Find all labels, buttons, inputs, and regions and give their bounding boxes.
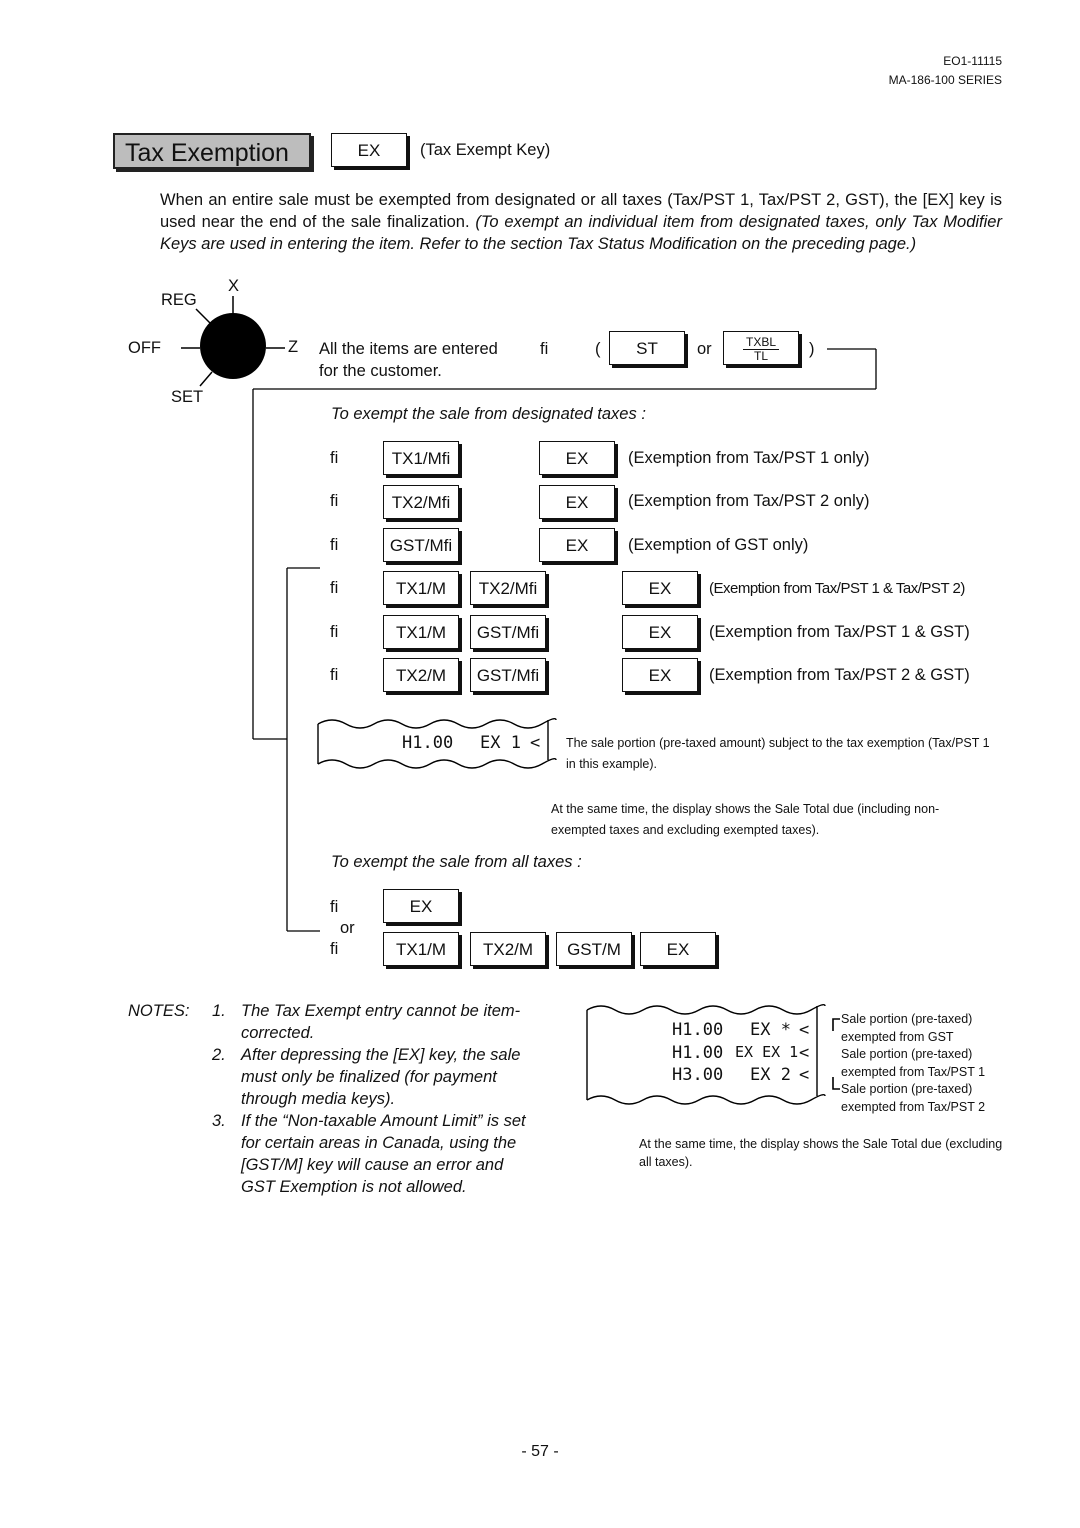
row5-arrow: fi bbox=[330, 623, 339, 641]
row6-desc: (Exemption from Tax/PST 2 & GST) bbox=[709, 666, 970, 684]
note-1-line1: The Tax Exempt entry cannot be item- bbox=[241, 1002, 521, 1020]
tx2-key: TX2/Mfi bbox=[470, 571, 546, 605]
step1-or: or bbox=[697, 340, 712, 358]
receipt2-label: exempted from Tax/PST 2 bbox=[841, 1099, 986, 1114]
mode-set: SET bbox=[171, 388, 204, 406]
ex-key: EX bbox=[640, 932, 716, 966]
tx2-key: TX2/Mfi bbox=[383, 485, 459, 519]
row1-desc: (Exemption from Tax/PST 1 only) bbox=[628, 449, 870, 467]
all-or: or bbox=[340, 919, 355, 937]
tl-label: TL bbox=[753, 349, 768, 363]
step1-paren-open: ( bbox=[595, 340, 601, 358]
mode-z: Z bbox=[288, 338, 299, 356]
receipt2-line3-amount: H3.00 bbox=[672, 1065, 724, 1085]
row2-arrow: fi bbox=[330, 492, 339, 510]
st-key: ST bbox=[609, 331, 685, 365]
receipt1-code: EX 1 bbox=[480, 733, 521, 753]
mode-reg: REG bbox=[161, 291, 197, 309]
ex-key: EX bbox=[622, 658, 698, 692]
receipt2-line1-mark: < bbox=[799, 1020, 810, 1040]
txbl-label: TXBL bbox=[745, 335, 776, 349]
ex-key: EX bbox=[622, 615, 698, 649]
mode-off: OFF bbox=[128, 339, 161, 357]
display2-note: At the same time, the display shows the … bbox=[639, 1137, 1003, 1169]
receipt1-amount: H1.00 bbox=[402, 733, 454, 753]
receipt1-note: The sale portion (pre-taxed amount) subj… bbox=[566, 736, 990, 771]
gst-key: GST/Mfi bbox=[383, 528, 459, 562]
row4-arrow: fi bbox=[330, 579, 339, 597]
tx1-key: TX1/M bbox=[383, 615, 459, 649]
receipt2-label: Sale portion (pre-taxed) bbox=[841, 1047, 973, 1061]
note-3-line4: GST Exemption is not allowed. bbox=[241, 1178, 467, 1196]
receipt2-line1-amount: H1.00 bbox=[672, 1020, 724, 1040]
intro-italic: (To exempt an individual item from desig… bbox=[160, 213, 1002, 253]
tx1-key: TX1/Mfi bbox=[383, 441, 459, 475]
receipt2-line1-code: EX * bbox=[750, 1020, 791, 1040]
receipt2-line2-amount: H1.00 bbox=[672, 1043, 724, 1063]
all-taxes-heading: To exempt the sale from all taxes : bbox=[331, 853, 582, 871]
tx2-key: TX2/M bbox=[383, 658, 459, 692]
note-3-line2: for certain areas in Canada, using the bbox=[241, 1134, 517, 1152]
note-2-num: 2. bbox=[212, 1046, 226, 1064]
receipt2-label: Sale portion (pre-taxed) bbox=[841, 1012, 973, 1026]
tx1-key: TX1/M bbox=[383, 571, 459, 605]
receipt2-label: Sale portion (pre-taxed) bbox=[841, 1082, 973, 1096]
ex-key: EX bbox=[622, 571, 698, 605]
tx2-key: TX2/M bbox=[470, 932, 546, 966]
receipt2-line2-mark: < bbox=[799, 1043, 810, 1063]
note-2-line2: must only be finalized (for payment bbox=[241, 1068, 497, 1086]
receipt2-line3-code: EX 2 bbox=[750, 1065, 791, 1085]
gst-key: GST/Mfi bbox=[470, 615, 546, 649]
row5-desc: (Exemption from Tax/PST 1 & GST) bbox=[709, 623, 970, 641]
note-1-num: 1. bbox=[212, 1002, 226, 1020]
ex-key: EX bbox=[539, 485, 615, 519]
ex-key-title: EX bbox=[331, 133, 407, 167]
receipt2-line3-mark: < bbox=[799, 1065, 810, 1085]
gst-key: GST/M bbox=[556, 932, 632, 966]
step1-text2: for the customer. bbox=[319, 362, 442, 380]
receipt2-label: exempted from GST bbox=[841, 1029, 954, 1044]
series-name: MA-186-100 SERIES bbox=[888, 73, 1002, 87]
txbl-tl-key: TXBL TL bbox=[723, 331, 799, 365]
note-2-line1: After depressing the [EX] key, the sale bbox=[241, 1046, 521, 1064]
intro-plain: When an entire sale must be exempted fro… bbox=[160, 191, 1002, 231]
row4-desc: (Exemption from Tax/PST 1 & Tax/PST 2) bbox=[709, 580, 965, 597]
ex-key: EX bbox=[383, 889, 459, 923]
note-1-line2: corrected. bbox=[241, 1024, 315, 1042]
note-3-num: 3. bbox=[212, 1112, 226, 1130]
note-3-line3: [GST/M] key will cause an error and bbox=[241, 1156, 504, 1174]
note-2-line3: through media keys). bbox=[241, 1090, 396, 1108]
all-arrow2: fi bbox=[330, 940, 339, 958]
mode-dial-knob bbox=[200, 313, 266, 379]
step1-arrow: fi bbox=[540, 340, 549, 358]
designated-heading: To exempt the sale from designated taxes… bbox=[331, 405, 646, 423]
row3-arrow: fi bbox=[330, 536, 339, 554]
mode-x: X bbox=[228, 277, 240, 295]
row2-desc: (Exemption from Tax/PST 2 only) bbox=[628, 492, 870, 510]
step1-paren-close: ) bbox=[809, 340, 815, 358]
ex-key: EX bbox=[539, 441, 615, 475]
doc-code: EO1-11115 bbox=[943, 54, 1002, 68]
step1-text: All the items are entered bbox=[319, 340, 498, 358]
tx1-key: TX1/M bbox=[383, 932, 459, 966]
page-number: - 57 - bbox=[521, 1443, 559, 1460]
row3-desc: (Exemption of GST only) bbox=[628, 536, 809, 554]
receipt2-label: exempted from Tax/PST 1 bbox=[841, 1064, 986, 1079]
receipt1-mark: < bbox=[530, 733, 541, 753]
display1-note: At the same time, the display shows the … bbox=[551, 802, 940, 837]
notes-label: NOTES: bbox=[128, 1002, 190, 1020]
row6-arrow: fi bbox=[330, 666, 339, 684]
intro-paragraph: When an entire sale must be exempted fro… bbox=[160, 189, 1002, 255]
all-arrow1: fi bbox=[330, 898, 339, 916]
receipt2-line2-code: EX EX 1 bbox=[735, 1043, 799, 1061]
row1-arrow: fi bbox=[330, 449, 339, 467]
ex-key: EX bbox=[539, 528, 615, 562]
gst-key: GST/Mfi bbox=[470, 658, 546, 692]
note-3-line1: If the “Non-taxable Amount Limit” is set bbox=[241, 1112, 526, 1130]
key-description: (Tax Exempt Key) bbox=[420, 141, 551, 159]
section-title: Tax Exemption bbox=[113, 133, 311, 169]
receipt2-labels: Sale portion (pre-taxed) exempted from G… bbox=[841, 1011, 985, 1116]
